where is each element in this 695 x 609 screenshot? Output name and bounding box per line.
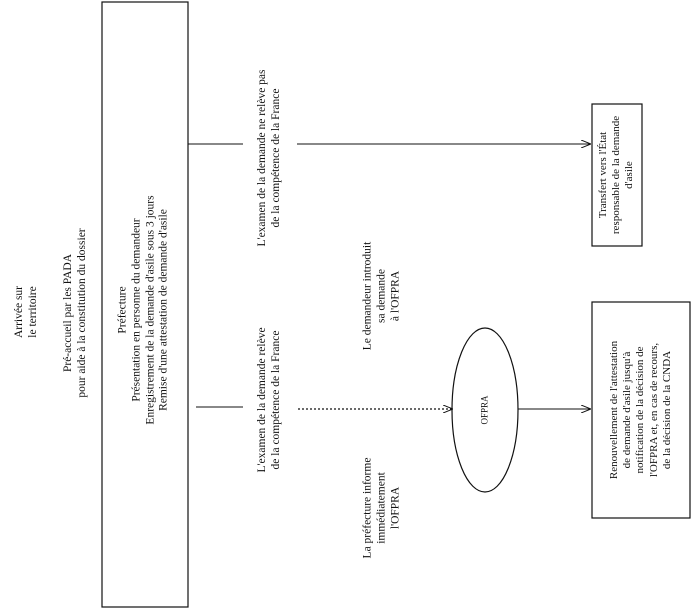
branch-not-france-label: L'examen de la demande ne relève pas de … [256,69,282,247]
prefecture-informs-label: La préfecture informe immédiatement l'OF… [361,457,401,559]
transfer-box [591,103,643,247]
prefecture-label: Préfecture Présentation en personne du d… [116,195,170,425]
arrival-label: Arrivée sur le territoire [13,285,39,339]
ofpra-label: OFPRA [479,395,490,425]
branch-france-label: L'examen de la demande relève de la comp… [256,327,282,473]
applicant-submits-label: Le demandeur introduit sa demande à l'OF… [361,241,401,351]
transfer-label: Transfert vers l'État responsable de la … [597,115,636,235]
renewal-box [591,301,691,519]
pada-label: Pré-accueil par les PADA pour aide à la … [62,228,88,398]
prefecture-box [101,1,189,608]
ofpra-ellipse [451,327,519,493]
renewal-label: Renouvellement de l'attestation de deman… [608,340,673,480]
